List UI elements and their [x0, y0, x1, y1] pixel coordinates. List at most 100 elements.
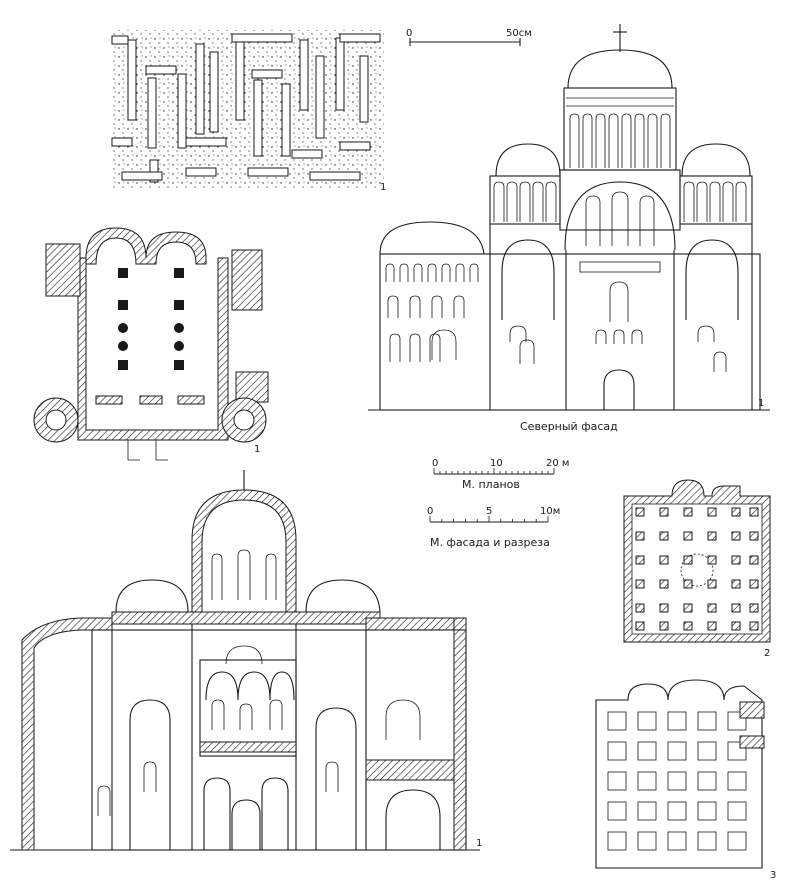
plan2-pier	[683, 603, 693, 613]
arch-window	[409, 333, 421, 362]
arch-window	[697, 325, 715, 342]
arch-window	[431, 329, 457, 360]
fs-scale-tick-5: 5	[486, 506, 492, 517]
plan2-pier	[683, 621, 693, 631]
brick-4	[335, 37, 345, 111]
arch-window	[519, 339, 535, 364]
brick-19	[231, 33, 293, 43]
plan3-bay	[727, 771, 747, 791]
plan3-bay	[667, 801, 687, 821]
brick-7	[177, 73, 187, 149]
plan2-pier	[707, 555, 717, 565]
plan2-pier	[659, 621, 669, 631]
arch-window	[660, 113, 671, 168]
masonry-scale-bar: 0 50см	[406, 28, 532, 46]
plan2-pier	[659, 531, 669, 541]
arch-window	[506, 181, 518, 222]
plan2-pier	[707, 579, 717, 589]
arch-window	[429, 333, 441, 362]
brick-2	[235, 35, 245, 121]
brick-25	[309, 171, 361, 181]
facade-caption: Северный фасад	[520, 420, 618, 433]
brick-17	[315, 55, 325, 139]
plans-scale-tick-20: 20 м	[546, 458, 569, 469]
masonry-scale-label: 50см	[506, 28, 532, 39]
fs-scale-tick-0: 0	[427, 506, 433, 517]
arch-window	[389, 333, 401, 362]
arch-window	[455, 263, 465, 282]
arch-window	[261, 777, 289, 850]
plan2-pier	[635, 579, 645, 589]
arch-window	[608, 113, 619, 168]
plan2-pier	[749, 621, 759, 631]
arch-window	[385, 789, 441, 850]
arch-window	[509, 325, 527, 342]
arch-window	[325, 761, 339, 792]
plan3-bay	[607, 771, 627, 791]
arch-window	[129, 699, 171, 850]
plan3-bay	[697, 801, 717, 821]
arch-window	[239, 703, 253, 730]
brick-11	[111, 137, 133, 147]
arch-window	[385, 263, 395, 282]
arch-window	[569, 113, 580, 168]
arch-window	[639, 195, 655, 246]
brick-12	[185, 137, 227, 147]
plan2-pier	[635, 603, 645, 613]
small-plan-3: 3	[595, 679, 776, 881]
arch-window	[713, 351, 727, 372]
plan3-bay	[727, 831, 747, 851]
arch-window	[231, 799, 261, 850]
plan2-pier	[749, 507, 759, 517]
small-plan-2: 2	[623, 479, 771, 659]
arch-window	[595, 329, 607, 344]
plan2-pier	[635, 555, 645, 565]
fs-scale-tick-10: 10м	[540, 506, 560, 517]
plan2-pier	[707, 531, 717, 541]
north-facade: 1 Северный фасад	[368, 24, 770, 433]
brick-14	[339, 141, 371, 151]
small-plan-2-figure-number: 2	[764, 648, 770, 659]
brick-5	[145, 65, 177, 75]
plan3-bay	[607, 741, 627, 761]
arch-window	[595, 113, 606, 168]
arch-window	[683, 181, 695, 222]
arch-window	[631, 329, 643, 344]
arch-window	[143, 761, 157, 792]
arch-window	[621, 113, 632, 168]
plan2-pier	[707, 621, 717, 631]
plan3-bay	[607, 831, 627, 851]
plan2-pier	[659, 603, 669, 613]
section-drawing: 1	[10, 470, 482, 851]
arch-window	[385, 699, 421, 740]
arch-window	[647, 113, 658, 168]
plan3-bay	[637, 711, 657, 731]
arch-window	[519, 181, 531, 222]
plan2-pier	[707, 603, 717, 613]
brick-22	[121, 171, 163, 181]
brick-9	[253, 79, 263, 157]
brick-1	[195, 43, 205, 135]
arch-window	[709, 181, 721, 222]
plan2-pier	[659, 555, 669, 565]
arch-window	[409, 295, 421, 318]
arch-window	[269, 699, 283, 730]
arch-window	[585, 195, 601, 246]
plan2-pier	[731, 603, 741, 613]
masonry-scale-start: 0	[406, 28, 412, 39]
small-plan-3-figure-number: 3	[770, 870, 776, 881]
plan2-pier	[731, 507, 741, 517]
plan2-pier	[749, 579, 759, 589]
plan3-bay	[637, 741, 657, 761]
arch-window	[582, 113, 593, 168]
brick-16	[209, 51, 219, 133]
arch-window	[453, 295, 465, 318]
brick-6	[147, 77, 157, 149]
plan2-pier	[635, 507, 645, 517]
plan3-bay	[607, 711, 627, 731]
arch-window	[441, 263, 451, 282]
arch-window	[237, 549, 251, 600]
plan3-bay	[667, 741, 687, 761]
arch-window	[613, 329, 625, 344]
